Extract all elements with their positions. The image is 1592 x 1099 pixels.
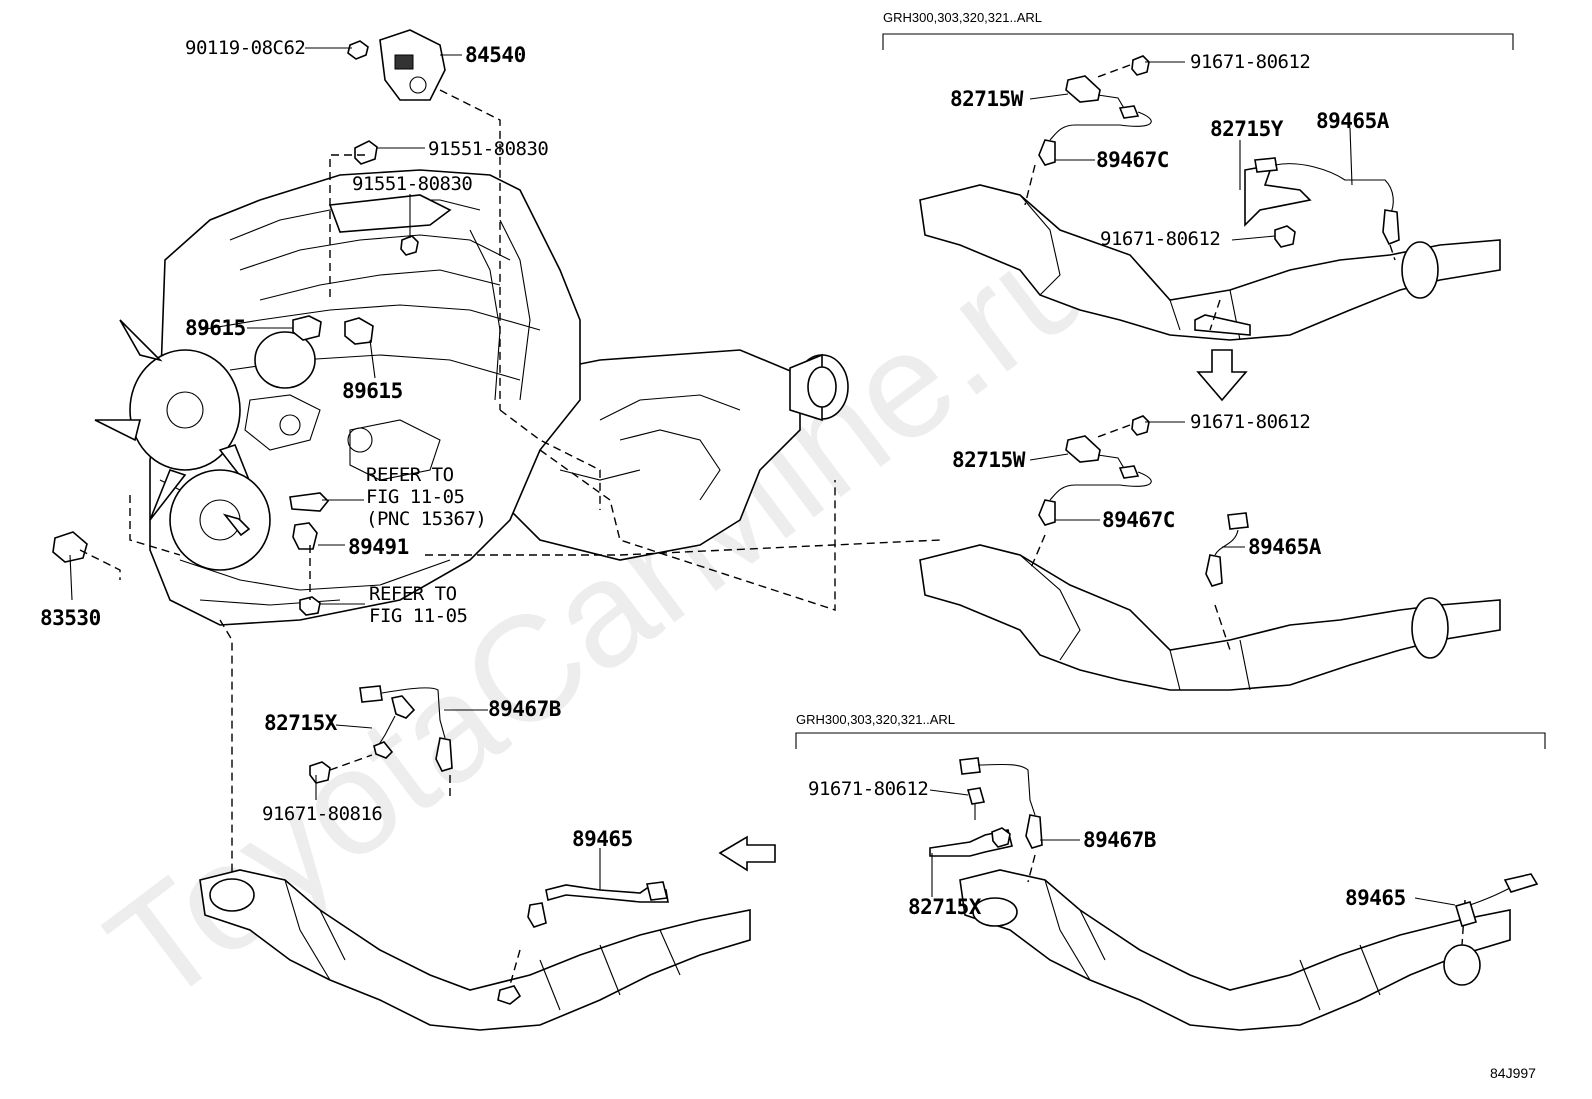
bl-part-82715x: 82715X (264, 711, 338, 735)
bottom-right-bracket (795, 732, 1546, 749)
down-arrow-icon (1196, 349, 1248, 402)
part-number-89615-b: 89615 (342, 379, 403, 403)
tr-part-89467c: 89467C (1096, 148, 1169, 172)
bl-part-89465: 89465 (572, 827, 633, 851)
part-number-90119: 90119-08C62 (185, 37, 305, 59)
mr-part-89467c: 89467C (1102, 508, 1175, 532)
part-number-91551-b: 91551-80830 (352, 173, 472, 195)
mr-part-89465a: 89465A (1248, 535, 1322, 559)
refer-fig-pnc-line-3: (PNC 15367) (366, 508, 486, 530)
mr-part-82715w: 82715W (952, 448, 1026, 472)
refer-fig-pnc-line-1: REFER TO (366, 464, 454, 486)
tr-part-91671-a: 91671-80612 (1190, 51, 1310, 73)
part-number-83530: 83530 (40, 606, 101, 630)
br-part-82715x: 82715X (908, 895, 982, 919)
engine-small-parts (52, 140, 419, 616)
tr-part-82715y: 82715Y (1210, 117, 1284, 141)
br-part-89465: 89465 (1345, 886, 1406, 910)
part-number-91551-a: 91551-80830 (428, 138, 548, 160)
refer-fig-line-2: FIG 11-05 (369, 605, 467, 627)
engine-dashed-leaders (79, 89, 941, 880)
bottom-right-caption: GRH300,303,320,321..ARL (796, 712, 955, 727)
br-part-89467b: 89467B (1083, 828, 1156, 852)
part-number-89615-a: 89615 (185, 316, 246, 340)
part-number-84540: 84540 (465, 43, 526, 67)
left-arrow-icon (718, 835, 776, 872)
refer-fig-line-1: REFER TO (369, 583, 457, 605)
bottom-left-group: 82715X 89467B 91671-80816 89465 (199, 685, 751, 1031)
bottom-right-group: GRH300,303,320,321..ARL 91671-80612 8946… (795, 712, 1546, 1031)
engine-leader-lines (69, 47, 462, 605)
top-right-group: GRH300,303,320,321..ARL 91671-8 (882, 10, 1514, 341)
top-right-caption: GRH300,303,320,321..ARL (883, 10, 1042, 25)
bl-part-89467b: 89467B (488, 697, 561, 721)
tr-part-89465a: 89465A (1316, 109, 1390, 133)
tr-part-82715w: 82715W (950, 87, 1024, 111)
tr-part-91671-b: 91671-80612 (1100, 228, 1220, 250)
engine-part-labels: 90119-08C62 84540 91551-80830 91551-8083… (40, 37, 549, 630)
top-right-bracket (882, 33, 1514, 50)
diagram-code: 84J997 (1490, 1065, 1536, 1081)
sensor-84540-illustration (347, 29, 446, 101)
mid-right-group: 91671-80612 82715W 89467C 89465A (919, 411, 1501, 691)
part-number-89491: 89491 (348, 535, 409, 559)
refer-fig-pnc-line-2: FIG 11-05 (366, 486, 464, 508)
engine-assembly-illustration (94, 169, 849, 626)
br-part-91671: 91671-80612 (808, 778, 928, 800)
mr-part-91671: 91671-80612 (1190, 411, 1310, 433)
bl-part-91671: 91671-80816 (262, 803, 382, 825)
